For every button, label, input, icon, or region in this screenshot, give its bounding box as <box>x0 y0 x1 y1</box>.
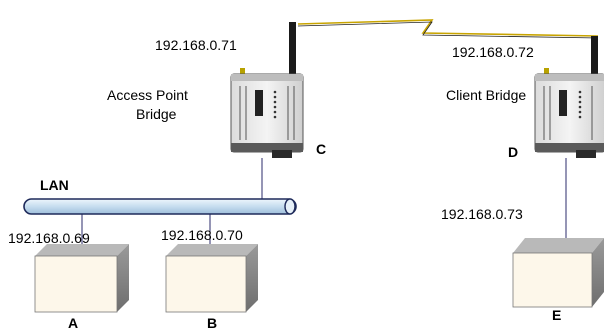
antenna-icon <box>591 36 598 76</box>
computer-b-box <box>165 244 258 313</box>
client-bridge-letter: D <box>508 144 518 160</box>
client-bridge-device <box>534 36 604 158</box>
client-bridge-label: Client Bridge <box>446 87 526 103</box>
wireless-link <box>297 19 599 37</box>
node-a-letter: A <box>68 315 78 330</box>
node-b-letter: B <box>207 315 217 330</box>
access-point-bridge-device <box>230 22 304 158</box>
small-antenna-icon <box>240 68 245 76</box>
wireless-link-shadow <box>297 21 599 39</box>
computer-e-box <box>512 238 604 308</box>
lan-label: LAN <box>40 177 69 193</box>
access-point-label-line1: Access Point <box>107 87 188 103</box>
node-e-letter: E <box>552 307 561 323</box>
small-antenna-icon <box>544 68 549 76</box>
access-point-label-line2: Bridge <box>136 106 177 122</box>
antenna-icon <box>289 22 296 74</box>
lan-cable <box>23 198 297 215</box>
access-point-letter: C <box>316 141 326 157</box>
client-bridge-ip: 192.168.0.72 <box>452 44 534 60</box>
access-point-ip: 192.168.0.71 <box>155 37 237 53</box>
computer-a-box <box>34 244 129 313</box>
node-a-ip: 192.168.0.69 <box>8 230 90 246</box>
node-b-ip: 192.168.0.70 <box>161 227 243 243</box>
node-e-ip: 192.168.0.73 <box>441 206 523 222</box>
